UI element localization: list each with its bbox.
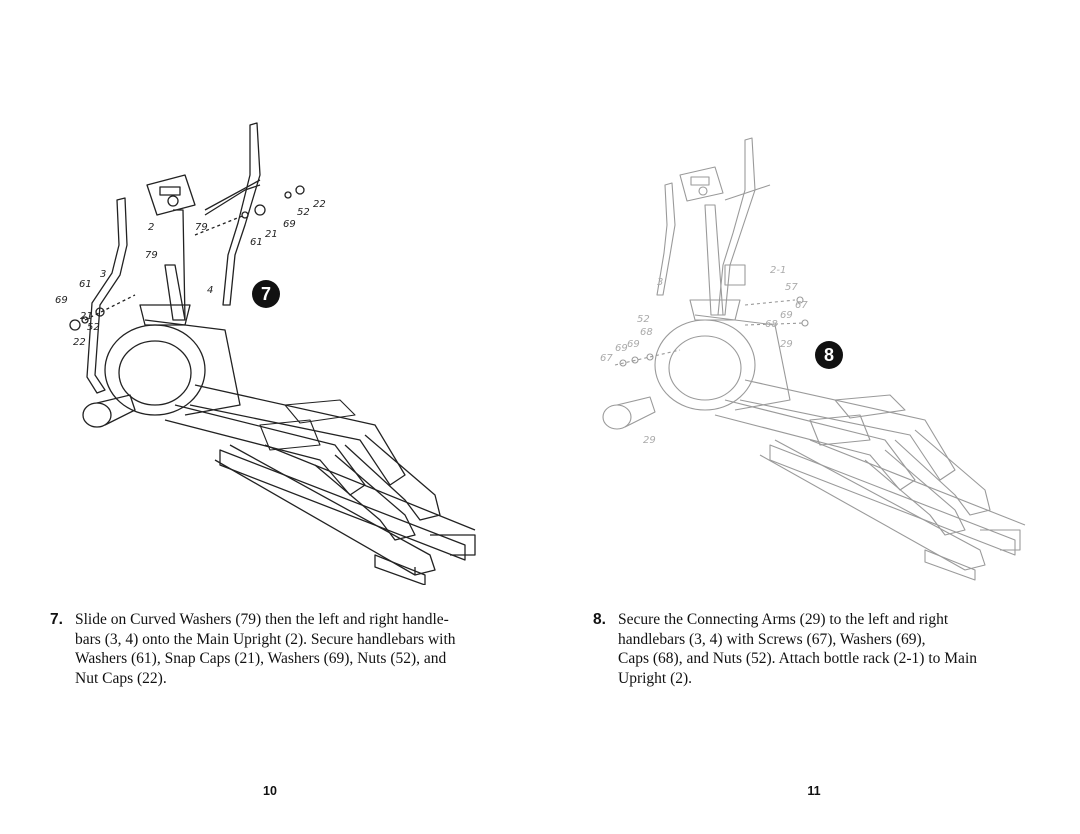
part-label: 29 [780, 339, 793, 350]
part-label: 52 [637, 314, 650, 325]
part-label: 3 [657, 277, 663, 288]
step-8-diagram: 2-1 57 67 69 68 29 3 52 68 69 67 69 29 [595, 125, 1035, 595]
part-label: 21 [80, 311, 93, 322]
elliptical-trainer-diagram-icon: 2-1 57 67 69 68 29 3 52 68 69 67 69 29 [600, 137, 1026, 581]
part-label: 61 [250, 237, 263, 248]
part-label: 2-1 [770, 265, 786, 276]
step-badge: 8 [815, 341, 843, 369]
part-label: 69 [283, 219, 296, 230]
part-label: 67 [600, 353, 613, 364]
left-page: 22 52 69 21 61 79 2 79 3 61 69 21 52 22 … [45, 115, 485, 798]
part-label: 2 [148, 222, 154, 233]
part-label: 79 [145, 250, 158, 261]
part-label: 69 [627, 339, 640, 350]
part-label: 61 [79, 279, 92, 290]
part-label: 3 [100, 269, 106, 280]
page-number: 10 [263, 784, 277, 798]
part-label: 69 [615, 343, 628, 354]
part-label: 22 [313, 199, 326, 210]
page-number: 11 [807, 784, 821, 798]
instruction-text: Slide on Curved Washers (79) then the le… [75, 611, 456, 687]
step-7-diagram: 22 52 69 21 61 79 2 79 3 61 69 21 52 22 … [45, 115, 485, 585]
part-label: 68 [640, 327, 653, 338]
step-number-period: . [58, 611, 63, 628]
part-label: 57 [785, 282, 798, 293]
step-badge: 7 [252, 280, 280, 308]
part-label: 4 [207, 285, 213, 296]
instruction-text: Secure the Connecting Arms (29) to the l… [618, 611, 977, 687]
part-label: 69 [780, 310, 793, 321]
step-number: 7. [50, 610, 63, 630]
part-label: 79 [195, 222, 208, 233]
part-label: 52 [297, 207, 310, 218]
part-label: 69 [55, 295, 68, 306]
part-label: 21 [265, 229, 278, 240]
step-number: 8. [593, 611, 606, 628]
part-label: 22 [73, 337, 86, 348]
elliptical-trainer-diagram-icon: 22 52 69 21 61 79 2 79 3 61 69 21 52 22 … [55, 122, 476, 585]
right-page: 2-1 57 67 69 68 29 3 52 68 69 67 69 29 8… [540, 0, 1080, 834]
part-label: 67 [795, 300, 808, 311]
part-label: 68 [765, 319, 778, 330]
part-label: 52 [87, 322, 100, 333]
part-label: 29 [643, 435, 656, 446]
step-number-digit: 7 [50, 611, 59, 628]
